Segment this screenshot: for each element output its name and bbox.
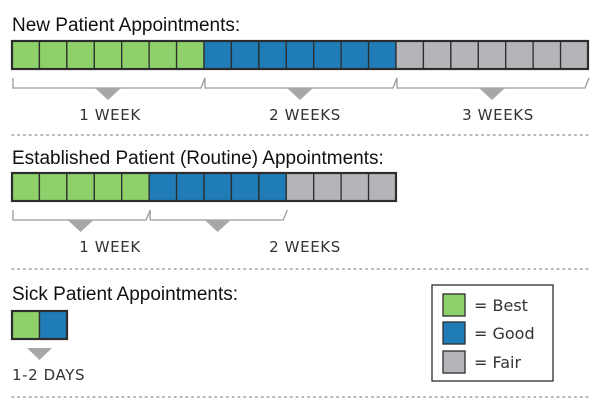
fair-cell (395, 40, 425, 70)
best-cell (121, 172, 150, 202)
bracket (204, 77, 398, 89)
good-cell (203, 40, 233, 70)
fair-cell (532, 40, 562, 70)
good-cell (230, 40, 260, 70)
fair-cell (313, 172, 342, 202)
fair-cell (340, 172, 370, 202)
good-cell (230, 172, 260, 202)
legend-fair-label: = Fair (474, 353, 521, 372)
fair-cell (477, 40, 507, 70)
best-cell (175, 40, 205, 70)
fair-cell (505, 40, 534, 70)
sick-patient-title: Sick Patient Appointments: (12, 284, 238, 305)
bracket-pointer (95, 88, 121, 100)
bracket-pointer (67, 220, 94, 232)
new-patient-scale (12, 77, 590, 100)
bracket (149, 209, 288, 221)
legend-best-swatch (442, 293, 466, 317)
sick-patient-duration-label: 1-2 DAYS (12, 366, 85, 384)
established-patient-bar (10, 171, 398, 203)
bar-outline (10, 39, 590, 71)
established-patient-week2-label: 2 WEEKS (269, 238, 341, 256)
bracket (396, 77, 590, 89)
best-cell (93, 172, 123, 202)
good-cell (340, 40, 370, 70)
best-cell (121, 40, 150, 70)
new-patient-title: New Patient Appointments: (12, 15, 240, 36)
legend-fair-swatch (442, 350, 466, 374)
best-cell (66, 172, 95, 202)
fair-cell (367, 172, 397, 202)
good-cell (367, 40, 397, 70)
best-cell (11, 310, 41, 340)
fair-cell (559, 40, 589, 70)
bracket-pointer (287, 88, 313, 100)
sick-patient-pointer (27, 348, 52, 360)
legend-best-label: = Best (474, 296, 528, 315)
best-cell (38, 172, 68, 202)
fair-cell (422, 40, 452, 70)
established-patient-week1-label: 1 WEEK (79, 238, 141, 256)
good-cell (313, 40, 342, 70)
best-cell (11, 40, 41, 70)
good-cell (203, 172, 233, 202)
established-patient-scale (12, 209, 288, 232)
new-patient-week3-label: 3 WEEKS (462, 106, 534, 124)
bracket (12, 77, 206, 89)
new-patient-week2-label: 2 WEEKS (269, 106, 341, 124)
good-cell (285, 40, 315, 70)
good-cell (258, 172, 287, 202)
legend-good-swatch (442, 321, 466, 345)
best-cell (11, 172, 41, 202)
good-cell (258, 40, 287, 70)
best-cell (148, 40, 178, 70)
bar-outline (10, 171, 398, 203)
good-cell (175, 172, 205, 202)
best-cell (38, 40, 68, 70)
new-patient-week1-label: 1 WEEK (79, 106, 141, 124)
bracket-pointer (204, 220, 231, 232)
fair-cell (450, 40, 479, 70)
bracket-pointer (479, 88, 505, 100)
good-cell (148, 172, 178, 202)
best-cell (66, 40, 95, 70)
bar-outline (10, 309, 69, 341)
sick-patient-bar (10, 309, 69, 341)
bracket (12, 209, 151, 221)
legend-good-label: = Good (474, 324, 535, 343)
new-patient-bar (10, 39, 590, 71)
established-patient-title: Established Patient (Routine) Appointmen… (12, 148, 384, 169)
good-cell (38, 310, 68, 340)
best-cell (93, 40, 123, 70)
fair-cell (285, 172, 315, 202)
